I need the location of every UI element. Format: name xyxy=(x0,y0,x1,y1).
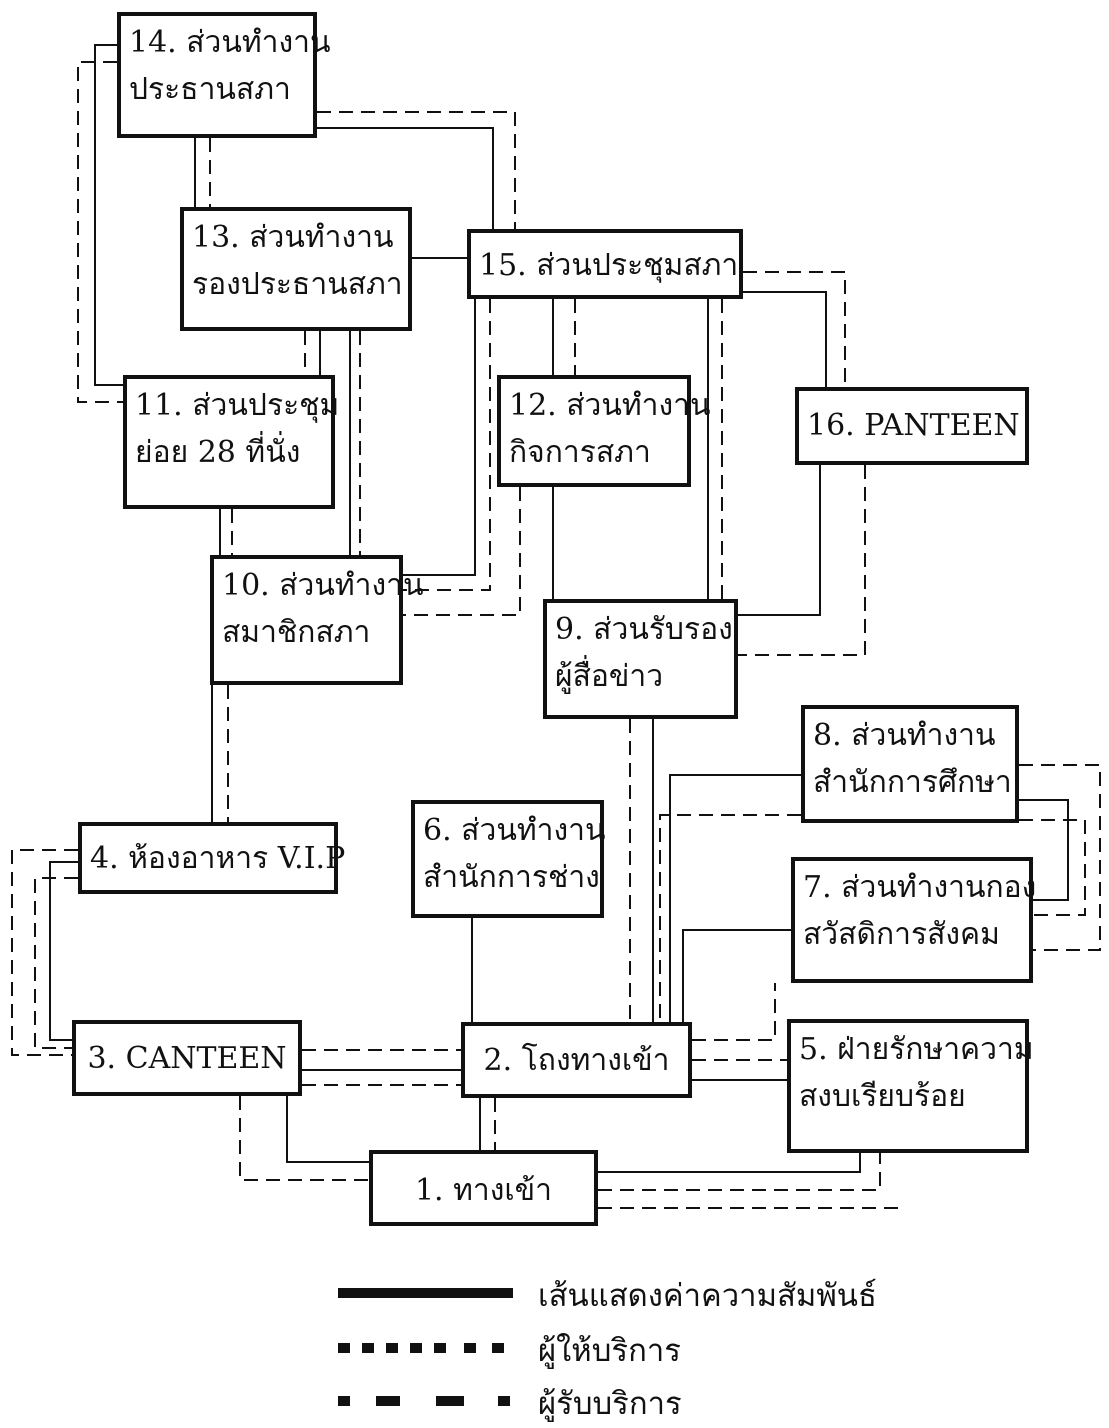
dash-15-10 xyxy=(403,299,491,591)
node-8-line-2: สำนักการศึกษา xyxy=(813,764,1012,800)
line-8-7 xyxy=(1019,799,1069,901)
node-11-line-1: 11. ส่วนประชุม xyxy=(135,388,340,423)
dash-4-3 xyxy=(11,849,78,1056)
node-14-line-1: 14. ส่วนทำงาน xyxy=(129,25,331,60)
line-5-1 xyxy=(598,1153,861,1173)
line-8-2 xyxy=(669,774,801,1022)
dash-8-7 xyxy=(1019,764,1101,951)
legend-receiver: ผู้รับบริการ xyxy=(338,1378,1058,1428)
node-7-line-1: 7. ส่วนทำงานกอง xyxy=(803,870,1037,905)
node-1-entrance: 1. ทางเข้า xyxy=(369,1150,598,1226)
node-3-canteen: 3. CANTEEN xyxy=(72,1020,302,1096)
legend-receiver-sample xyxy=(338,1396,510,1406)
dash-4-3b xyxy=(34,877,78,1049)
node-6-line-2: สำนักการช่าง xyxy=(423,859,600,895)
dash-14-11 xyxy=(77,61,123,403)
node-10-council-members: 10. ส่วนทำงาน สมาชิกสภา xyxy=(210,555,424,685)
legend-provider: ผู้ให้บริการ xyxy=(338,1325,1058,1375)
node-13-vice-president-office: 13. ส่วนทำงาน รองประธานสภา xyxy=(180,207,412,331)
node-15-council-meeting: 15. ส่วนประชุมสภา xyxy=(467,229,743,299)
node-7-social-welfare: 7. ส่วนทำงานกอง สวัสดิการสังคม xyxy=(791,857,1037,983)
line-14-15 xyxy=(317,127,494,229)
legend-relation-label: เส้นแสดงค่าความสัมพันธ์ xyxy=(538,1278,877,1314)
node-12-line-2: กิจการสภา xyxy=(509,434,651,470)
node-9-line-2: ผู้สื่อข่าว xyxy=(555,658,664,694)
line-15-10 xyxy=(403,299,476,576)
node-10-line-1: 10. ส่วนทำงาน xyxy=(222,568,424,603)
node-7-line-2: สวัสดิการสังคม xyxy=(803,916,1000,952)
dash-5-1 xyxy=(598,1153,881,1191)
node-4-line-1: 4. ห้องอาหาร V.I.P xyxy=(90,841,346,876)
node-8-line-1: 8. ส่วนทำงาน xyxy=(813,718,996,753)
dash-15-16 xyxy=(743,271,846,387)
legend-receiver-label: ผู้รับบริการ xyxy=(538,1386,682,1422)
dash-14-15 xyxy=(317,111,516,229)
line-7-2 xyxy=(682,929,791,1022)
dash-8-2 xyxy=(659,814,801,1022)
node-6-engineering-bureau: 6. ส่วนทำงาน สำนักการช่าง xyxy=(411,800,606,918)
node-11-line-2: ย่อย 28 ที่นั่ง xyxy=(135,434,301,470)
node-10-line-2: สมาชิกสภา xyxy=(222,614,371,650)
dash-8-7b xyxy=(1019,819,1086,916)
node-15-line-1: 15. ส่วนประชุมสภา xyxy=(479,248,739,283)
node-5-line-2: สงบเรียบร้อย xyxy=(799,1078,966,1114)
node-11-sub-meeting: 11. ส่วนประชุม ย่อย 28 ที่นั่ง xyxy=(123,375,340,509)
node-13-line-2: รองประธานสภา xyxy=(192,266,403,302)
node-4-vip-dining: 4. ห้องอาหาร V.I.P xyxy=(78,822,346,894)
node-5-security: 5. ฝ่ายรักษาความ สงบเรียบร้อย xyxy=(787,1019,1034,1153)
dash-12-10 xyxy=(403,487,521,616)
line-4-3 xyxy=(49,861,78,1041)
line-15-16 xyxy=(743,291,827,387)
dash-16-9 xyxy=(738,465,866,656)
node-6-line-1: 6. ส่วนทำงาน xyxy=(423,813,606,848)
node-14-president-office: 14. ส่วนทำงาน ประธานสภา xyxy=(117,12,331,138)
node-14-line-2: ประธานสภา xyxy=(129,71,291,107)
node-8-education-bureau: 8. ส่วนทำงาน สำนักการศึกษา xyxy=(801,705,1019,823)
node-12-council-affairs: 12. ส่วนทำงาน กิจการสภา xyxy=(497,375,711,487)
node-13-line-1: 13. ส่วนทำงาน xyxy=(192,220,394,255)
legend-relation: เส้นแสดงค่าความสัมพันธ์ xyxy=(338,1270,1058,1320)
node-5-line-1: 5. ฝ่ายรักษาความ xyxy=(799,1032,1034,1067)
node-12-line-1: 12. ส่วนทำงาน xyxy=(509,388,711,423)
node-16-panteen: 16. PANTEEN xyxy=(795,387,1029,465)
node-9-line-1: 9. ส่วนรับรอง xyxy=(555,612,733,647)
node-9-press-reception: 9. ส่วนรับรอง ผู้สื่อข่าว xyxy=(543,599,738,719)
node-2-entrance-hall: 2. โถงทางเข้า xyxy=(461,1022,692,1098)
legend-provider-label: ผู้ให้บริการ xyxy=(538,1333,681,1369)
legend-solid-sample xyxy=(338,1288,513,1298)
node-2-line-1: 2. โถงทางเข้า xyxy=(483,1043,670,1078)
line-16-9 xyxy=(738,465,821,616)
dash-7-2 xyxy=(692,983,776,1041)
line-14-11 xyxy=(94,44,123,386)
node-3-line-1: 3. CANTEEN xyxy=(87,1041,287,1076)
dash-3-1 xyxy=(239,1096,369,1181)
node-1-line-1: 1. ทางเข้า xyxy=(414,1173,553,1208)
node-16-line-1: 16. PANTEEN xyxy=(807,408,1020,443)
line-3-1 xyxy=(286,1096,369,1163)
legend-provider-sample xyxy=(338,1343,504,1353)
